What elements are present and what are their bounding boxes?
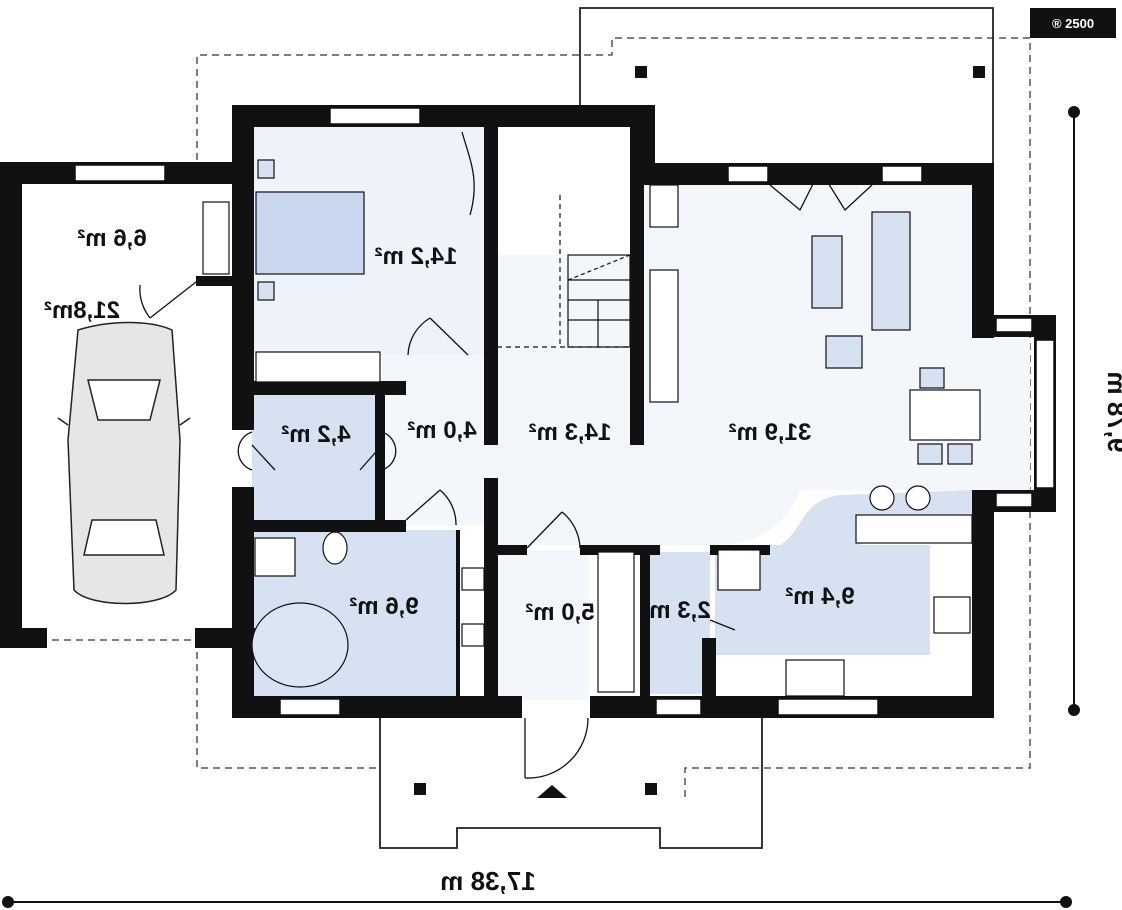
doors	[139, 131, 873, 779]
furniture	[202, 159, 981, 697]
entrance-arrow	[537, 785, 567, 798]
terrace-column	[635, 66, 647, 78]
room-area-kitchen: 9,4 m²	[785, 583, 854, 610]
terrace-column	[973, 66, 985, 78]
room-area-bedroom: 14,2 m²	[375, 243, 458, 270]
windows	[74, 107, 1055, 716]
room-area-closet: 4,2 m²	[281, 421, 350, 448]
car	[57, 321, 191, 605]
porch-column	[645, 783, 657, 795]
stair	[497, 195, 631, 348]
terrace-outline	[379, 7, 994, 849]
dimension-width: 17,38 m	[440, 866, 535, 896]
room-area-vestibule: 5,0 m²	[525, 599, 594, 626]
room-area-bathroom: 9,6 m²	[349, 593, 418, 620]
dimension-depth: 9,78 m	[1102, 372, 1122, 453]
room-area-utility: 6,6 m²	[77, 225, 146, 252]
room-area-hall: 4,0 m²	[407, 417, 476, 444]
dimension-lines	[2, 106, 1080, 908]
roof-outline	[40, 37, 1031, 800]
room-area-pantry: 2,3 m²	[641, 597, 710, 624]
room-area-living: 31,9 m²	[729, 419, 812, 446]
porch-column	[414, 783, 426, 795]
copyright-badge: ® 2500	[1030, 8, 1116, 38]
room-area-garage: 21,8m²	[44, 297, 120, 324]
room-area-stair-hall: 14,3 m²	[529, 419, 612, 446]
